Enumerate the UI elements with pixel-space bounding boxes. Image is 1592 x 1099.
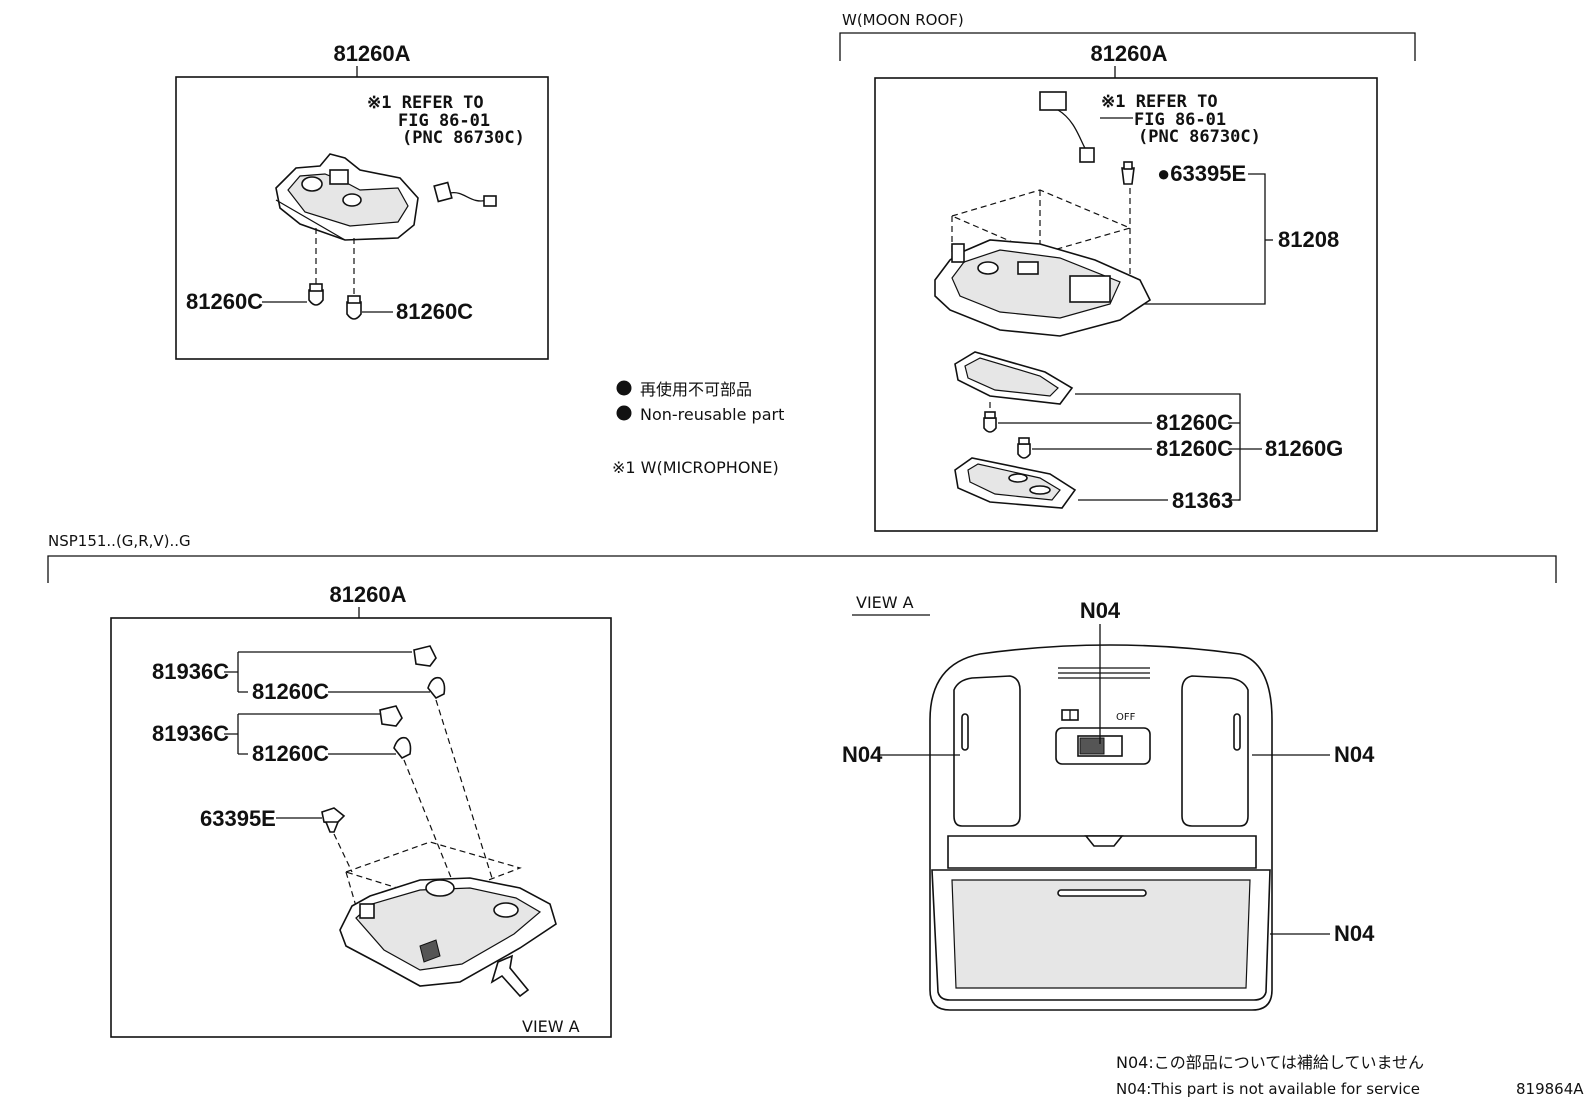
part-label-81260c-moon-roof-a: 81260C <box>1156 410 1233 435</box>
map-lamp-housing-drawing <box>934 239 1152 337</box>
lamp-lens-right <box>1181 675 1249 827</box>
lamp-switch: OFF <box>1055 709 1151 765</box>
view-a-arrow-label: VIEW A <box>522 1017 580 1036</box>
panel-nsp151: NSP151..(G,R,V)..G 81260A 81936C 81260C … <box>47 532 1557 1038</box>
bulb-81260c-moon-roof-b-drawing <box>1017 437 1031 459</box>
legend-non-reusable-ja: 再使用不可部品 <box>640 380 752 399</box>
view-a-arrow-icon <box>490 954 530 998</box>
bulb-81260c-right-drawing <box>346 295 362 320</box>
part-label-n04-bottom: N04 <box>1334 921 1375 946</box>
view-a-title: VIEW A <box>856 593 914 612</box>
part-label-n04-left: N04 <box>842 742 883 767</box>
frame-bottom-left <box>110 617 612 1038</box>
bulb-81260c-bottom-b-drawing <box>393 736 412 760</box>
lamp-lens-left <box>953 675 1021 827</box>
bulb-81260c-moon-roof-a-drawing <box>983 411 997 433</box>
part-label-n04-top: N04 <box>1080 598 1121 623</box>
legend: 再使用不可部品 Non-reusable part ※1 W(MICROPHON… <box>612 380 784 477</box>
legend-non-reusable-en: Non-reusable part <box>640 405 784 424</box>
vent-grille <box>1058 667 1150 679</box>
figure-id: 819864A <box>1516 1080 1584 1098</box>
sunglass-holder <box>931 835 1271 1001</box>
panel-top-left: 81260A ※1 REFER TO FIG 86-01 (PNC 86730C… <box>175 41 549 360</box>
group-label-nsp151: NSP151..(G,R,V)..G <box>48 532 191 550</box>
part-label-63395e-non-reusable: ●63395E <box>1157 161 1246 186</box>
part-label-81260a-top-left: 81260A <box>333 41 410 66</box>
non-reusable-dot-icon <box>616 405 632 421</box>
cover-81363-drawing <box>954 457 1077 509</box>
part-label-n04-right: N04 <box>1334 742 1375 767</box>
switch-off-label: OFF <box>1116 712 1136 723</box>
part-label-63395e-bottom: 63395E <box>200 806 276 831</box>
part-label-81936c-a: 81936C <box>152 659 229 684</box>
part-label-81260a-moon-roof: 81260A <box>1090 41 1167 66</box>
microphone-connector-drawing <box>1039 91 1095 163</box>
bulb-81260c-bottom-a-drawing <box>427 676 446 700</box>
refer-note-line2-moon-roof: FIG 86-01 <box>1134 110 1226 130</box>
clip-63395e-bottom-drawing <box>321 807 346 833</box>
map-lamp-housing-drawing <box>339 877 557 987</box>
refer-note-line1: ※1 REFER TO <box>367 93 484 113</box>
bulb-81260c-left-drawing <box>308 283 324 306</box>
part-label-81260c-moon-roof-b: 81260C <box>1156 436 1233 461</box>
refer-note-line3: (PNC 86730C) <box>402 128 525 148</box>
part-label-81260c-top-left-b: 81260C <box>396 299 473 324</box>
panel-moon-roof: W(MOON ROOF) 81260A ※1 REFER TO FIG 86-0… <box>839 11 1416 532</box>
note-n04-ja: N04:この部品については補給していません <box>1116 1053 1424 1072</box>
refer-note-line2: FIG 86-01 <box>398 111 490 131</box>
part-label-81260a-bottom: 81260A <box>329 582 406 607</box>
footnotes: N04:この部品については補給していません N04:This part is n… <box>1116 1053 1584 1098</box>
part-label-81936c-b: 81936C <box>152 721 229 746</box>
lamp-lens-drawing <box>954 351 1074 405</box>
refer-note-line1-moon-roof: ※1 REFER TO <box>1101 92 1218 112</box>
note-n04-en: N04:This part is not available for servi… <box>1116 1080 1420 1098</box>
group-label-moon-roof: W(MOON ROOF) <box>842 11 964 29</box>
refer-note-line3-moon-roof: (PNC 86730C) <box>1138 127 1261 147</box>
non-reusable-dot-icon <box>616 380 632 396</box>
legend-note-microphone: ※1 W(MICROPHONE) <box>612 458 779 477</box>
part-label-81208: 81208 <box>1278 227 1339 252</box>
part-label-81260c-top-left-a: 81260C <box>186 289 263 314</box>
map-lamp-housing-drawing <box>275 153 419 241</box>
part-label-81260g: 81260G <box>1265 436 1343 461</box>
microphone-connector-drawing <box>433 181 497 207</box>
panel-view-a: VIEW A OFF <box>842 593 1375 1011</box>
socket-81936c-a-drawing <box>413 645 437 667</box>
frame-moon-roof <box>874 77 1378 532</box>
part-label-81363: 81363 <box>1172 488 1233 513</box>
clip-63395e-drawing <box>1121 161 1135 185</box>
frame-top-left <box>175 76 549 360</box>
socket-81936c-b-drawing <box>379 705 403 727</box>
part-label-81260c-bottom-b: 81260C <box>252 741 329 766</box>
part-label-81260c-bottom-a: 81260C <box>252 679 329 704</box>
